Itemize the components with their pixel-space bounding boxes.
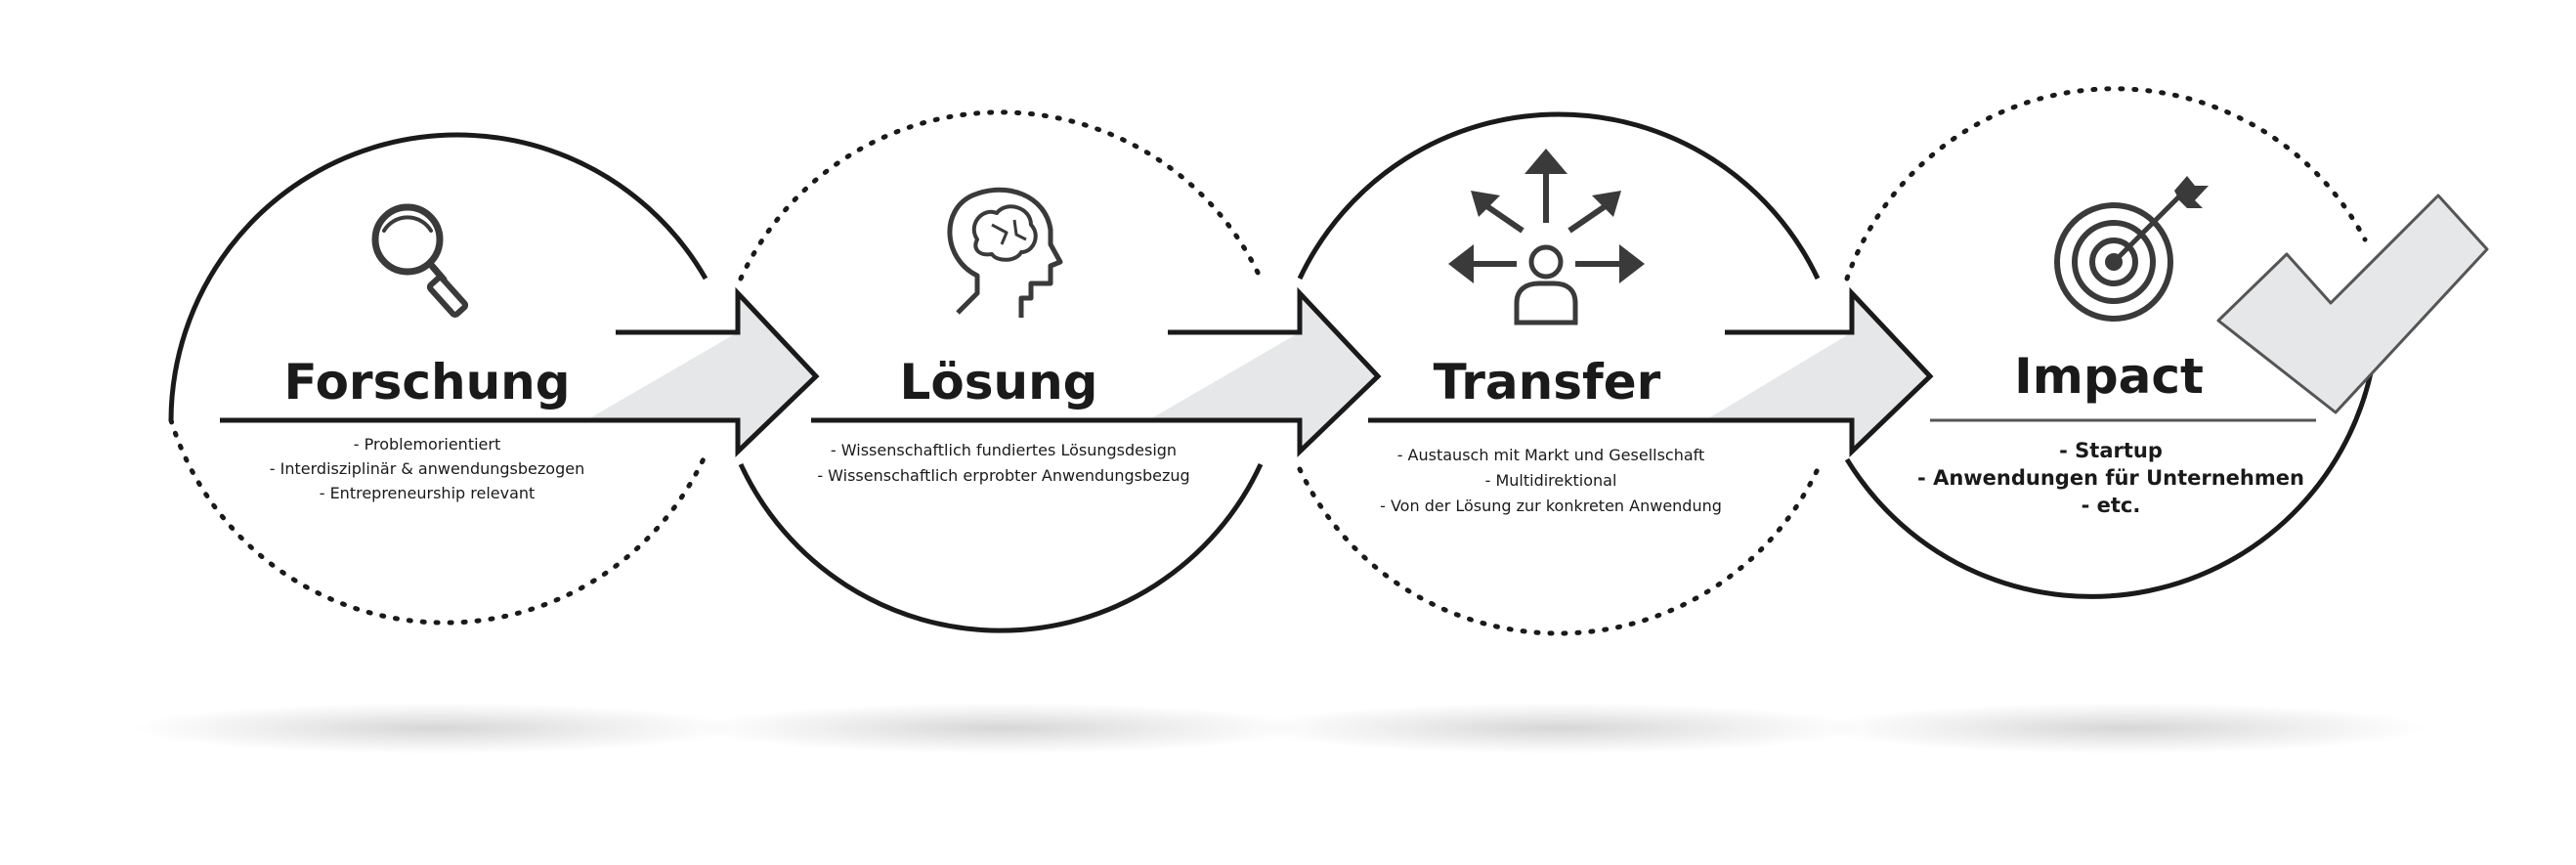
stage-title-forschung: Forschung — [283, 354, 570, 411]
brain-head-icon — [947, 187, 1063, 318]
circle-3-solid-arc — [1297, 111, 1821, 281]
bullet-text: - Wissenschaftlich fundiertes Lösungsdes… — [831, 441, 1177, 459]
bullet-text: - Problemorientiert — [354, 435, 500, 454]
bullet-text: - etc. — [2082, 494, 2141, 517]
stage-title-loesung: Lösung — [900, 354, 1098, 411]
checkmark-icon — [2216, 194, 2489, 414]
circle-2-dotted-arc — [738, 109, 1264, 281]
stage-2-bullets: - Wissenschaftlich fundiertes Lösungsdes… — [817, 441, 1189, 485]
bullet-text: - Wissenschaftlich erprobter Anwendungsb… — [817, 466, 1189, 485]
stage-title-impact: Impact — [2014, 348, 2204, 405]
bullet-text: - Von der Lösung zur konkreten Anwendung — [1380, 497, 1722, 515]
target-arrow-icon — [2054, 176, 2209, 322]
stage-4-bullets: - Startup - Anwendungen für Unternehmen … — [1917, 439, 2304, 517]
circle-3-dotted-arc — [1297, 466, 1821, 636]
circle-1-solid-arc — [168, 132, 708, 421]
arrow-2 — [811, 286, 1382, 457]
bullet-text: - Entrepreneurship relevant — [320, 484, 536, 502]
circle-2-solid-arc — [738, 462, 1264, 633]
bullet-text: - Austausch mit Markt und Gesellschaft — [1397, 446, 1705, 464]
bullet-text: - Multidirektional — [1485, 471, 1617, 490]
bullet-text: - Anwendungen für Unternehmen — [1917, 466, 2304, 490]
bullet-text: - Interdisziplinär & anwendungsbezogen — [270, 459, 584, 478]
arrow-1 — [220, 286, 820, 457]
circle-1-dotted-arc — [168, 417, 708, 626]
floor-shadows — [132, 703, 2428, 754]
stage-1-bullets: - Problemorientiert - Interdisziplinär &… — [270, 435, 584, 502]
arrow-3 — [1368, 286, 1934, 457]
circle-4-dotted-arc — [1844, 86, 2368, 281]
stage-title-transfer: Transfer — [1434, 354, 1661, 411]
person-arrows-icon — [1448, 149, 1645, 325]
stage-3-bullets: - Austausch mit Markt und Gesellschaft -… — [1380, 446, 1722, 515]
magnifier-icon — [371, 203, 469, 318]
circle-4-solid-arc — [1844, 351, 2378, 599]
bullet-text: - Startup — [2059, 439, 2163, 462]
